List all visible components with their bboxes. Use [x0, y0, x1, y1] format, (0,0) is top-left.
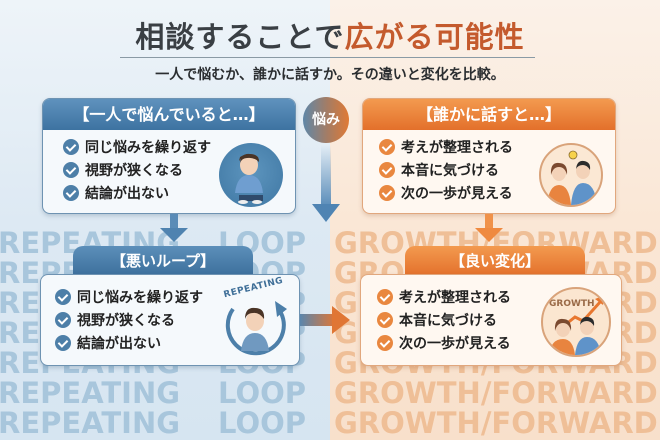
list-item: 視野が狭くなる	[63, 158, 211, 181]
alone-card: 【一人で悩んでいると…】 同じ悩みを繰り返す 視野が狭くなる 結論が出ない	[42, 98, 296, 214]
watermark-text: GROWTH/FORWARD	[334, 406, 658, 440]
list-item: 次の一歩が見える	[377, 331, 511, 354]
watermark-text: LOOP	[218, 406, 307, 440]
good-change-tab: 【良い変化】	[405, 246, 585, 276]
worried-person-illustration	[219, 143, 283, 207]
list-item: 結論が出ない	[63, 181, 211, 204]
list-item: 本音に気づける	[377, 308, 511, 331]
bad-loop-card: 同じ悩みを繰り返す 視野が狭くなる 結論が出ない REPEATING	[40, 274, 300, 366]
item-text: 視野が狭くなる	[77, 312, 175, 329]
bad-to-good-arrow-icon	[300, 314, 334, 326]
watermark-text: REPEATING	[0, 406, 181, 440]
alone-card-header: 【一人で悩んでいると…】	[43, 99, 295, 130]
check-icon	[377, 311, 393, 328]
check-icon	[55, 334, 71, 351]
page-subtitle: 一人で悩むか、誰かに話すか。その違いと変化を比較。	[155, 67, 505, 83]
item-text: 同じ悩みを繰り返す	[85, 139, 211, 156]
title-accent: 広がる可能性	[344, 20, 525, 54]
title-main: 相談することで	[135, 20, 345, 54]
list-item: 考えが整理される	[379, 135, 513, 158]
bad-loop-tab: 【悪いループ】	[73, 246, 253, 276]
talk-card-header: 【誰かに話すと…】	[363, 99, 615, 130]
item-text: 本音に気づける	[401, 162, 499, 179]
check-icon	[63, 184, 79, 201]
item-text: 考えが整理される	[399, 289, 511, 306]
center-arrowhead-icon	[312, 204, 340, 222]
center-arrow-down-icon	[321, 145, 331, 205]
check-icon	[379, 138, 395, 155]
list-item: 考えが整理される	[377, 285, 511, 308]
repeating-loop-illustration: REPEATING	[219, 276, 295, 361]
check-icon	[63, 161, 79, 178]
growth-illustration: GROWTH	[541, 287, 611, 357]
talk-list: 考えが整理される 本音に気づける 次の一歩が見える	[379, 135, 513, 204]
item-text: 本音に気づける	[399, 312, 497, 329]
list-item: 結論が出ない	[55, 331, 203, 354]
check-icon	[55, 288, 71, 305]
worry-badge: 悩み	[303, 97, 349, 143]
item-text: 結論が出ない	[77, 335, 161, 352]
growth-label: GROWTH	[549, 299, 595, 309]
list-item: 視野が狭くなる	[55, 308, 203, 331]
watermark-text: GROWTH/FORWARD	[334, 376, 658, 410]
item-text: 視野が狭くなる	[85, 162, 183, 179]
talk-arrow-down-icon	[485, 214, 493, 230]
alone-arrowhead-icon	[160, 228, 188, 242]
two-people-talking-illustration	[539, 143, 603, 207]
background-left-blue	[0, 0, 330, 440]
alone-list: 同じ悩みを繰り返す 視野が狭くなる 結論が出ない	[63, 135, 211, 204]
alone-arrow-down-icon	[170, 214, 178, 230]
watermark-text: REPEATING	[0, 376, 181, 410]
item-text: 次の一歩が見える	[399, 335, 511, 352]
background-right-orange	[330, 0, 660, 440]
list-item: 同じ悩みを繰り返す	[63, 135, 211, 158]
good-change-card: 考えが整理される 本音に気づける 次の一歩が見える GROWTH	[360, 274, 622, 366]
item-text: 考えが整理される	[401, 139, 513, 156]
title-divider	[120, 57, 535, 58]
check-icon	[55, 311, 71, 328]
page-title: 相談することで広がる可能性	[0, 14, 660, 56]
item-text: 結論が出ない	[85, 185, 169, 202]
check-icon	[63, 138, 79, 155]
check-icon	[377, 334, 393, 351]
check-icon	[379, 161, 395, 178]
item-text: 次の一歩が見える	[401, 185, 513, 202]
list-item: 次の一歩が見える	[379, 181, 513, 204]
check-icon	[379, 184, 395, 201]
bad-to-good-arrowhead-icon	[332, 306, 350, 334]
list-item: 本音に気づける	[379, 158, 513, 181]
check-icon	[377, 288, 393, 305]
good-change-list: 考えが整理される 本音に気づける 次の一歩が見える	[377, 285, 511, 354]
talk-arrowhead-icon	[475, 228, 503, 242]
talk-card: 【誰かに話すと…】 考えが整理される 本音に気づける 次の一歩が見える	[362, 98, 616, 214]
bad-loop-list: 同じ悩みを繰り返す 視野が狭くなる 結論が出ない	[55, 285, 203, 354]
list-item: 同じ悩みを繰り返す	[55, 285, 203, 308]
item-text: 同じ悩みを繰り返す	[77, 289, 203, 306]
watermark-text: LOOP	[218, 376, 307, 410]
